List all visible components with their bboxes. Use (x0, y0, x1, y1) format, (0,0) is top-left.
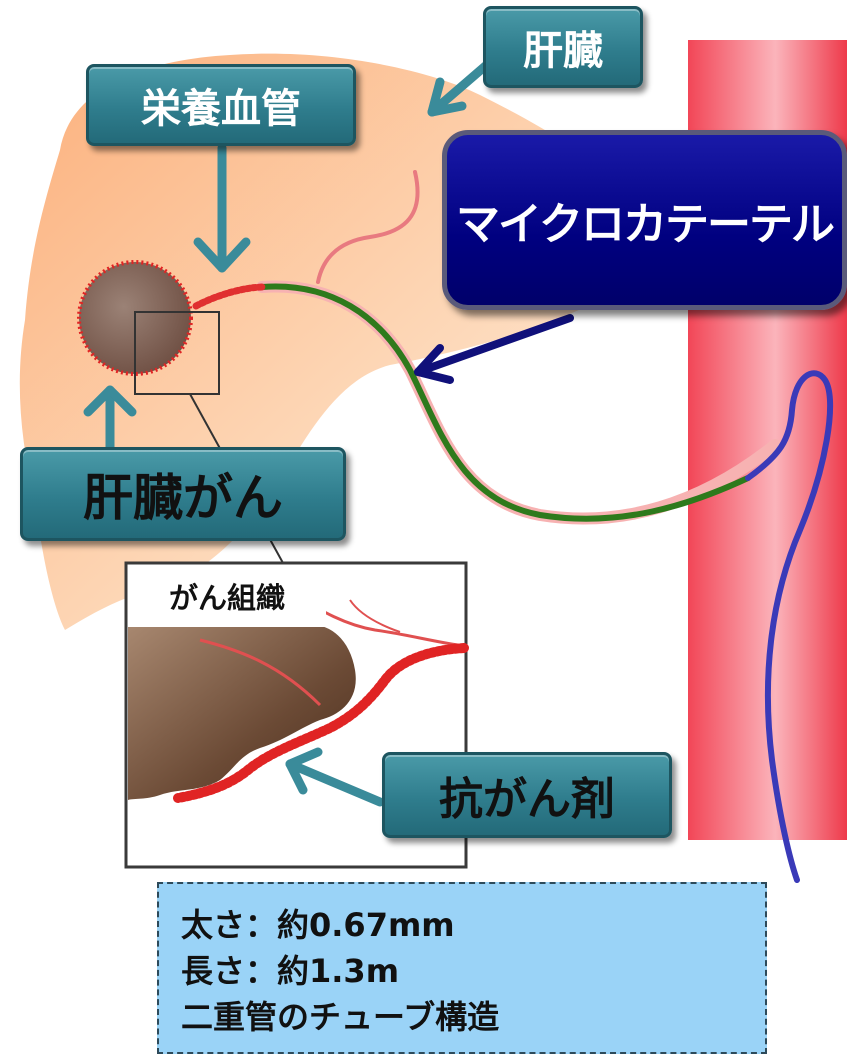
spec-diameter: 太さ：約0.67mm (181, 906, 455, 944)
zoom-frame (134, 311, 220, 395)
microcatheter-label: マイクロカテーテル (442, 130, 847, 310)
liver-label: 肝臓 (483, 6, 643, 88)
liver-cancer-label: 肝臓がん (20, 447, 346, 541)
arrows (83, 57, 574, 807)
cancer-tissue-label: がん組織 (128, 565, 326, 627)
tissue-mass (128, 624, 356, 800)
branch-vessel (316, 170, 420, 284)
feeding-vessel-segment (192, 283, 266, 310)
tissue-feeding-vessel (173, 643, 469, 803)
spec-structure: 二重管のチューブ構造 (181, 998, 500, 1036)
anticancer-drug-label: 抗がん剤 (382, 752, 672, 838)
feeding-vessel-label: 栄養血管 (86, 64, 356, 146)
guide-catheter-line (745, 370, 834, 883)
microcatheter-line (259, 283, 751, 522)
spec-box: 太さ：約0.67mm 長さ：約1.3m 二重管のチューブ構造 (157, 882, 767, 1054)
spec-length: 長さ：約1.3m (181, 952, 400, 990)
